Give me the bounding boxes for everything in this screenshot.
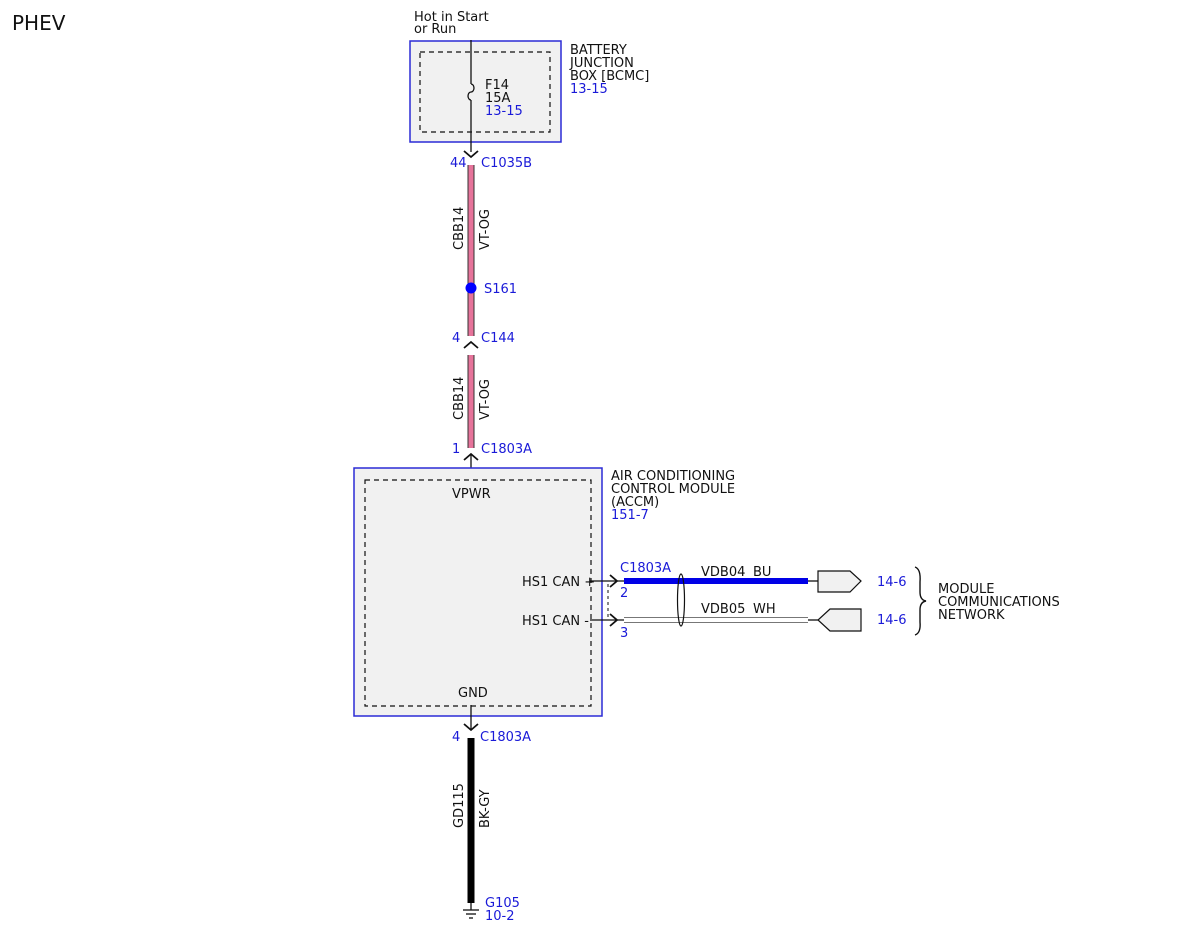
wire-upper-color: VT-OG	[478, 209, 493, 250]
bjb-name-line3: BOX [BCMC]	[570, 69, 649, 84]
wire-ground-color: BK-GY	[478, 789, 493, 828]
c144-pin: 4	[452, 331, 460, 346]
accm-ref[interactable]: 151-7	[611, 508, 649, 523]
accm-pin-gnd: GND	[458, 686, 488, 701]
bjb-name-line1: BATTERY	[570, 43, 627, 58]
accm-outer-box	[353, 467, 603, 717]
supply-label-line1: Hot in Start	[414, 10, 489, 25]
splice-s161-dot	[465, 282, 477, 294]
wire-lower-circuit: CBB14	[452, 377, 467, 420]
c1035b-pin: 44	[450, 156, 467, 171]
wire-can-plus-color: BU	[753, 565, 771, 580]
c144-name[interactable]: C144	[481, 331, 515, 346]
c1803a-pwr-name[interactable]: C1803A	[481, 442, 532, 457]
splice-name[interactable]: S161	[484, 282, 517, 297]
fuse-icon	[467, 83, 475, 101]
wire-upper-circuit: CBB14	[452, 207, 467, 250]
c1803a-pwr-pin: 1	[452, 442, 460, 457]
wire-can-minus-color: WH	[753, 602, 776, 617]
accm-pin-vpwr: VPWR	[452, 487, 491, 502]
accm-module	[353, 467, 603, 717]
network-name-line1: MODULE	[938, 582, 994, 597]
wire-can-plus-circuit: VDB04	[701, 565, 745, 580]
c1803a-can-pin-minus: 3	[620, 626, 628, 641]
bjb-outer-box	[409, 40, 562, 143]
accm-inner-box	[364, 479, 592, 707]
network-name-line2: COMMUNICATIONS	[938, 595, 1060, 610]
c1803a-can-name[interactable]: C1803A	[620, 561, 671, 576]
network-name-line3: NETWORK	[938, 608, 1005, 623]
accm-name-line2: CONTROL MODULE	[611, 482, 735, 497]
accm-name-line1: AIR CONDITIONING	[611, 469, 735, 484]
fuse-id: F14	[485, 78, 509, 93]
battery-junction-box	[409, 40, 562, 143]
connector-c1035b-icon	[463, 150, 479, 159]
bjb-inner-box	[419, 51, 551, 133]
connector-can-plus-icon	[609, 574, 619, 588]
ground-ref[interactable]: 10-2	[485, 909, 515, 924]
offpage-connector-in-icon	[817, 608, 862, 632]
page-title: PHEV	[12, 11, 66, 35]
c1803a-gnd-name[interactable]: C1803A	[480, 730, 531, 745]
bjb-ref[interactable]: 13-15	[570, 82, 608, 97]
connector-c1803a-gnd-icon	[463, 723, 479, 732]
twisted-pair-icon	[676, 573, 686, 627]
network-ref-plus[interactable]: 14-6	[877, 575, 907, 590]
connector-can-minus-icon	[609, 613, 619, 627]
wire-lower-color: VT-OG	[478, 379, 493, 420]
accm-pin-can-plus: HS1 CAN +	[522, 575, 595, 590]
offpage-connector-out-icon	[817, 570, 862, 593]
network-ref-minus[interactable]: 14-6	[877, 613, 907, 628]
supply-label-line2: or Run	[414, 22, 456, 37]
connector-c144-icon	[463, 340, 479, 349]
wire-ground-circuit: GD115	[452, 783, 467, 828]
fuse-ref[interactable]: 13-15	[485, 104, 523, 119]
ground-name[interactable]: G105	[485, 896, 520, 911]
wire-can-minus-circuit: VDB05	[701, 602, 745, 617]
fuse-rating: 15A	[485, 91, 511, 106]
bjb-name-line2: JUNCTION	[569, 56, 634, 71]
accm-pin-can-minus: HS1 CAN -	[522, 614, 589, 629]
network-brace-icon	[914, 566, 927, 636]
accm-name-line3: (ACCM)	[611, 495, 659, 510]
c1803a-can-pin-plus: 2	[620, 586, 628, 601]
c1803a-gnd-pin: 4	[452, 730, 460, 745]
c1035b-name[interactable]: C1035B	[481, 156, 532, 171]
